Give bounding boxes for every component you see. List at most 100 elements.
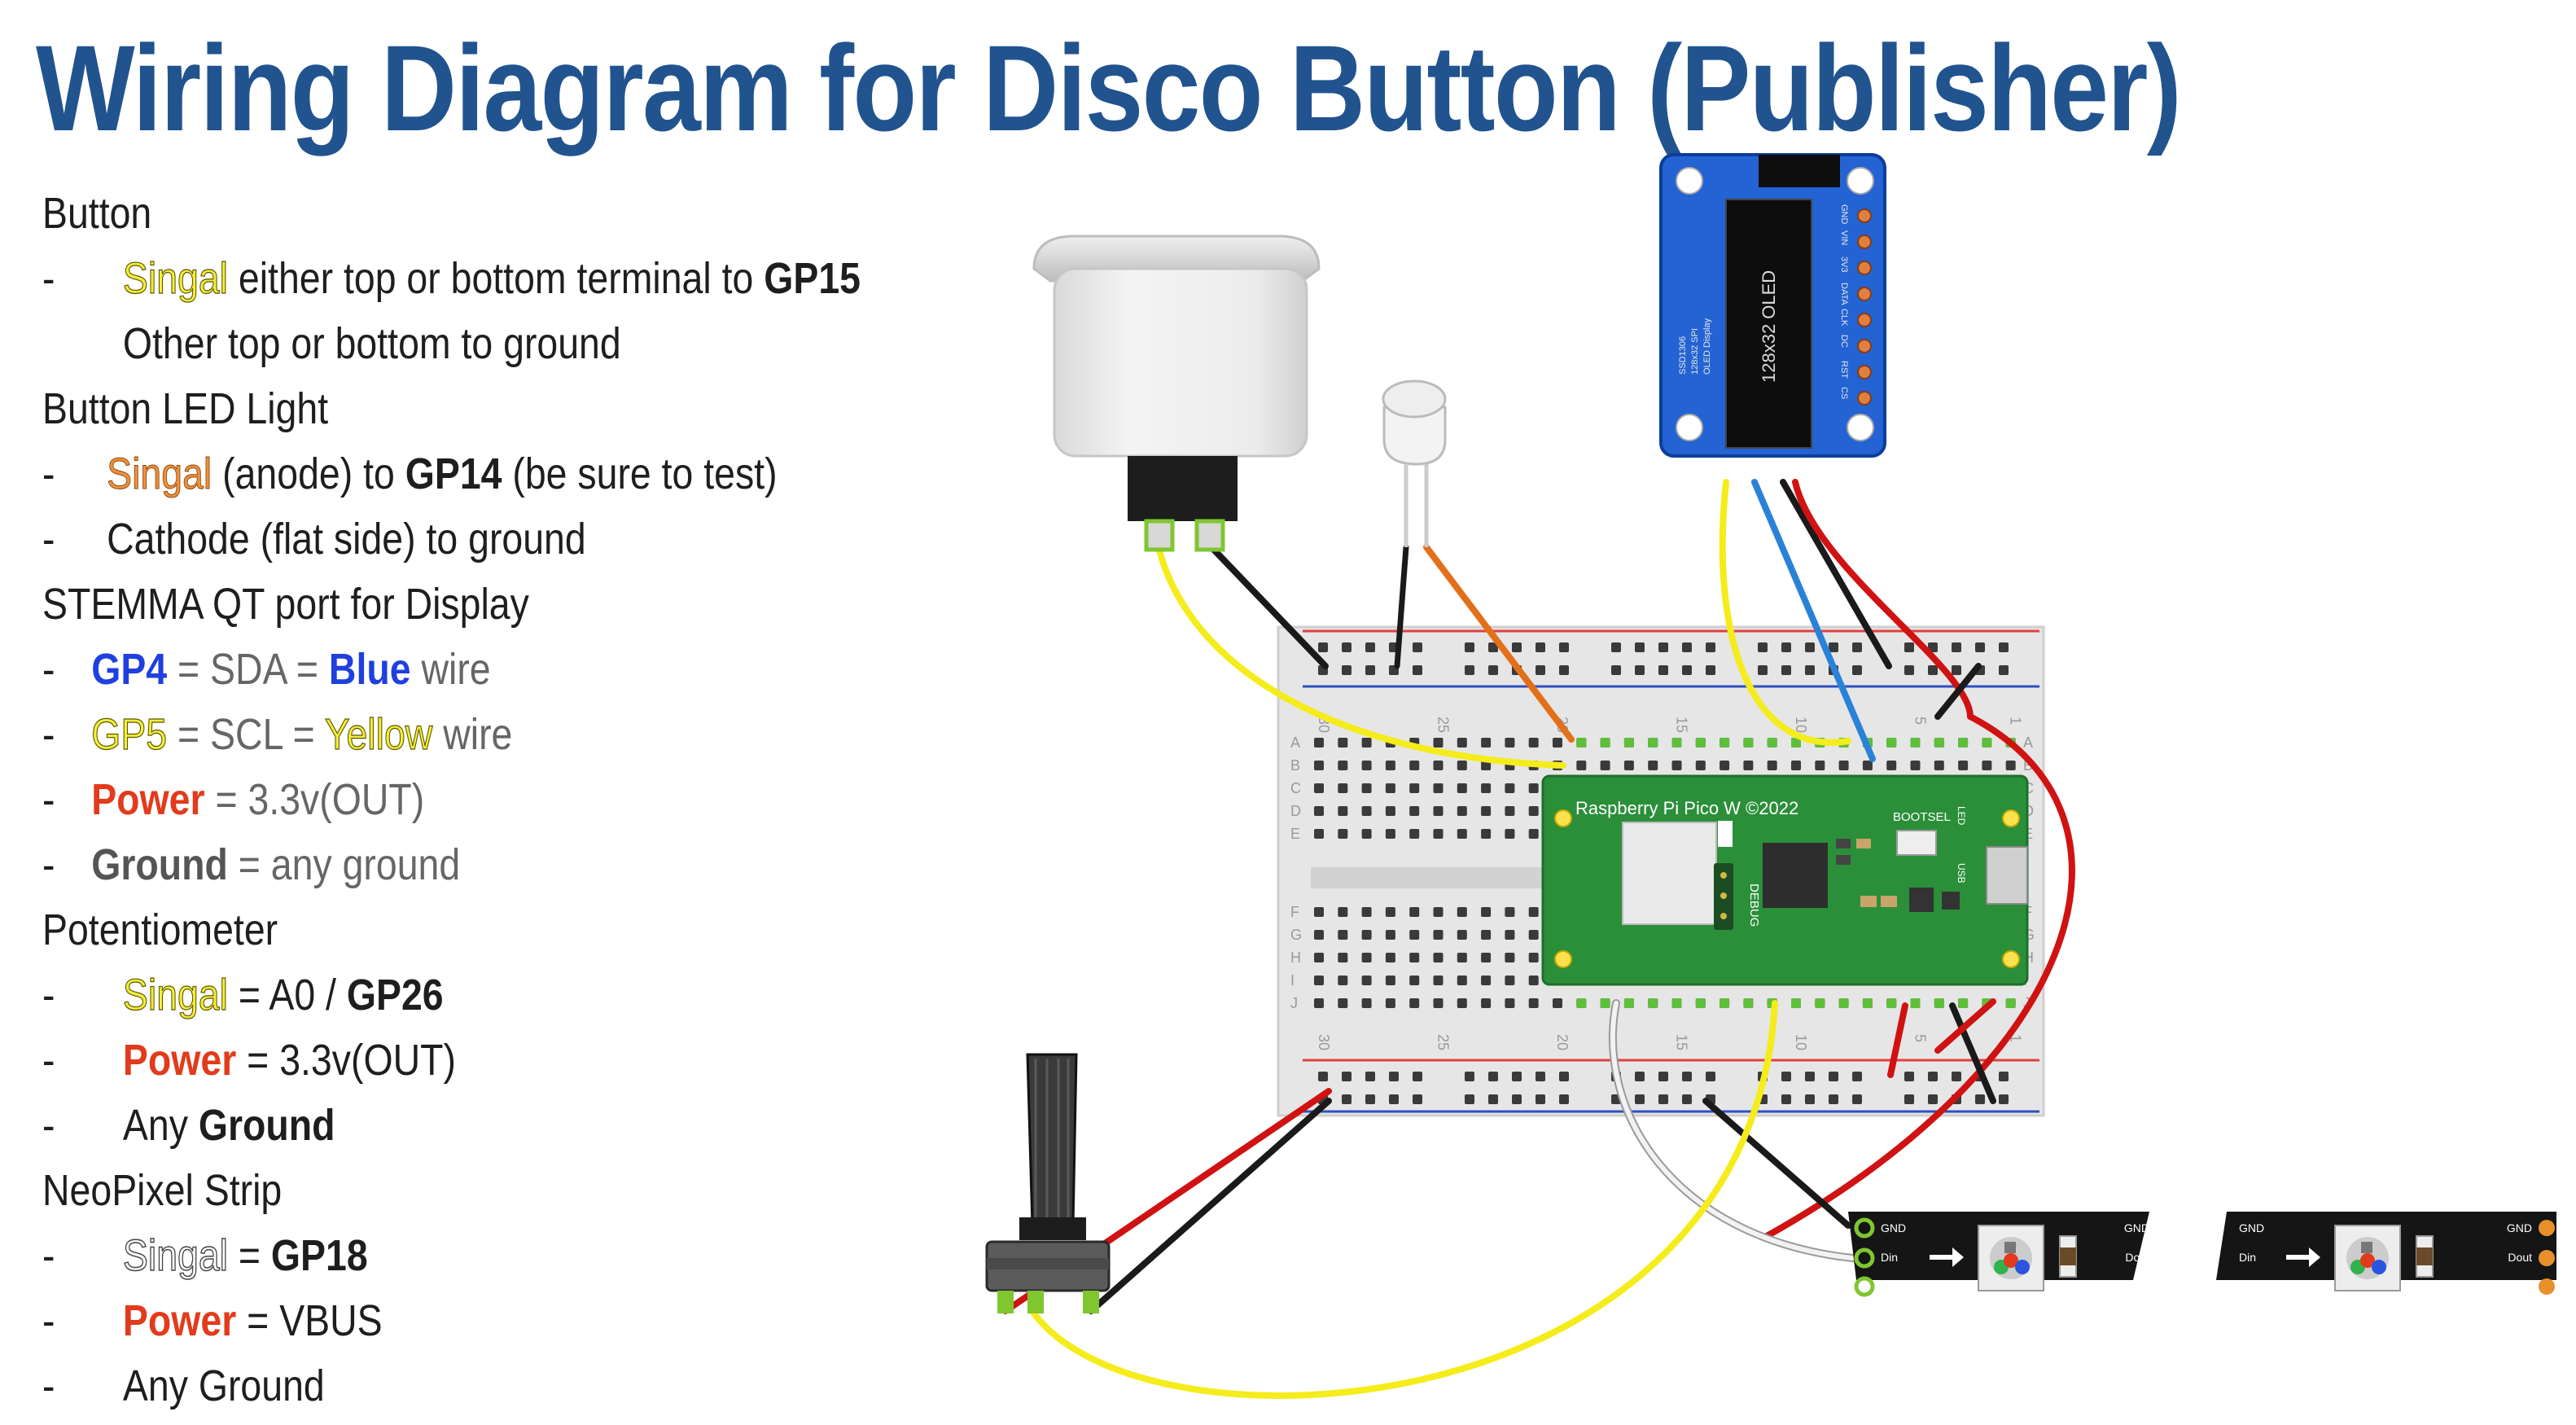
row-label: H <box>1290 949 1301 966</box>
oled-pin <box>1857 313 1872 327</box>
note-segment: = VBUS <box>236 1296 383 1345</box>
note-segment: either top or bottom terminal to <box>227 254 764 303</box>
note-segment: = SDA = <box>167 645 329 694</box>
note-segment: GP26 <box>346 971 444 1019</box>
note-segment: = 3.3v(OUT) <box>236 1036 456 1085</box>
note-text: Any Ground <box>123 1353 325 1418</box>
wire-button-signal <box>1155 544 1566 769</box>
column-label: 5 <box>1912 1034 1929 1042</box>
note-text: Power = VBUS <box>123 1288 383 1353</box>
neopixel-pin-label: Din <box>2239 1251 2256 1264</box>
column-label: 1 <box>2008 717 2024 725</box>
row-label: E <box>1290 826 1300 842</box>
bullet-dash: - <box>42 645 55 694</box>
note-line: -Power = VBUS <box>42 1288 848 1353</box>
oled-pin-label: 3V3 <box>1839 256 1849 273</box>
bullet-dash: - <box>42 1036 55 1085</box>
oled-side-text: SSD1306 <box>1678 336 1688 375</box>
column-label: 30 <box>1316 1034 1332 1050</box>
note-text: GP4 = SDA = Blue wire <box>91 637 490 702</box>
oled-side-text: 128x32 SPI <box>1690 328 1700 375</box>
oled-pin <box>1857 261 1872 275</box>
column-label: 25 <box>1435 717 1452 733</box>
usb-label: USB <box>1956 863 1967 884</box>
section-heading: Potentiometer <box>42 897 848 962</box>
note-text: GP5 = SCL = Yellow wire <box>91 702 513 767</box>
note-line: Other top or bottom to ground <box>42 311 848 376</box>
neopixel-pin-label: +5V <box>2512 1280 2533 1293</box>
oled-pin-label: CLK <box>1839 309 1849 327</box>
note-segment: Ground <box>91 840 228 889</box>
note-text: Singal (anode) to GP14 (be sure to test) <box>107 441 778 506</box>
note-segment: Singal <box>107 449 212 499</box>
usb-port <box>1986 846 2028 905</box>
note-text: Power = 3.3v(OUT) <box>123 1028 456 1093</box>
wire-oled-scl <box>1719 479 1851 746</box>
note-line: -Ground = any ground <box>42 832 848 897</box>
oled-pin-label: DC <box>1839 335 1849 348</box>
note-line: - Power = 3.3v(OUT) <box>42 1028 848 1093</box>
raspberry-pi-pico-w: Raspberry Pi Pico W ©2022 DEBUG BOOTSEL … <box>1541 774 2029 986</box>
note-segment: Power <box>91 775 205 824</box>
note-segment: Cathode (flat side) to ground <box>107 515 586 563</box>
heading-text: NeoPixel Strip <box>42 1166 283 1215</box>
heading-text: Button <box>42 189 152 238</box>
bullet-dash: - <box>42 710 55 759</box>
section-heading: NeoPixel Strip <box>42 1158 848 1223</box>
note-line: -Cathode (flat side) to ground <box>42 506 848 572</box>
note-line: -Singal either top or bottom terminal to… <box>42 246 861 311</box>
note-text: Other top or bottom to ground <box>123 311 621 376</box>
neopixel-pin-label: Din <box>1881 1251 1898 1264</box>
note-segment: Singal <box>122 970 228 1019</box>
wire-pot-ground <box>1088 1098 1332 1314</box>
note-line: -Singal = A0 / GP26 <box>42 962 848 1028</box>
column-label: 15 <box>1674 717 1690 733</box>
oled-pin <box>1857 365 1872 379</box>
row-label: A <box>2023 734 2033 751</box>
neopixel-pin-label: +5V <box>2129 1280 2150 1293</box>
row-label: G <box>1290 927 1302 943</box>
wire-led-ground <box>1394 544 1409 669</box>
heading-text: Potentiometer <box>42 905 278 954</box>
note-segment: = <box>227 1231 271 1280</box>
bullet-dash: - <box>42 775 55 824</box>
note-segment: Singal <box>122 1230 228 1281</box>
note-segment: GP4 <box>91 645 168 694</box>
column-label: 10 <box>1793 717 1809 733</box>
led-icon <box>1382 379 1447 547</box>
column-label: 10 <box>1793 1034 1809 1050</box>
rp2040-chip <box>1763 843 1828 908</box>
note-segment: Ground <box>198 1101 335 1150</box>
row-label: J <box>1290 995 1298 1011</box>
bootsel-button[interactable] <box>1896 830 1937 856</box>
bullet-dash: - <box>42 971 55 1019</box>
oled-pin <box>1857 208 1872 223</box>
note-segment: Singal <box>122 253 228 303</box>
wire-button-ground <box>1208 544 1329 669</box>
note-segment: (be sure to test) <box>502 449 778 498</box>
neopixel-pin-label: Dout <box>2125 1251 2149 1264</box>
note-segment: Any <box>122 1101 199 1150</box>
bullet-dash: - <box>42 449 55 498</box>
wire-oled-power <box>1792 479 1974 720</box>
note-segment: Other top or bottom to ground <box>122 319 621 368</box>
neopixel-pin-label: +5V <box>1881 1280 1902 1293</box>
oled-pin <box>1857 235 1872 249</box>
note-segment: Any Ground <box>122 1361 325 1410</box>
heading-text: STEMMA QT port for Display <box>42 580 529 629</box>
note-segment: wire <box>432 710 513 759</box>
column-label: 15 <box>1674 1034 1690 1050</box>
wire-neopixel-ground <box>1702 1098 1851 1229</box>
wifi-module <box>1622 822 1717 925</box>
debug-label: DEBUG <box>1747 884 1761 927</box>
neopixel-pin-label: Dout <box>2508 1251 2532 1264</box>
note-segment: Blue <box>328 645 411 694</box>
bullet-dash: - <box>42 840 55 889</box>
wiring-notes: Button-Singal either top or bottom termi… <box>42 181 979 1418</box>
row-label: A <box>1290 734 1300 751</box>
column-label: 1 <box>2008 1034 2024 1042</box>
neopixel-pin-label: GND <box>1881 1221 1906 1234</box>
